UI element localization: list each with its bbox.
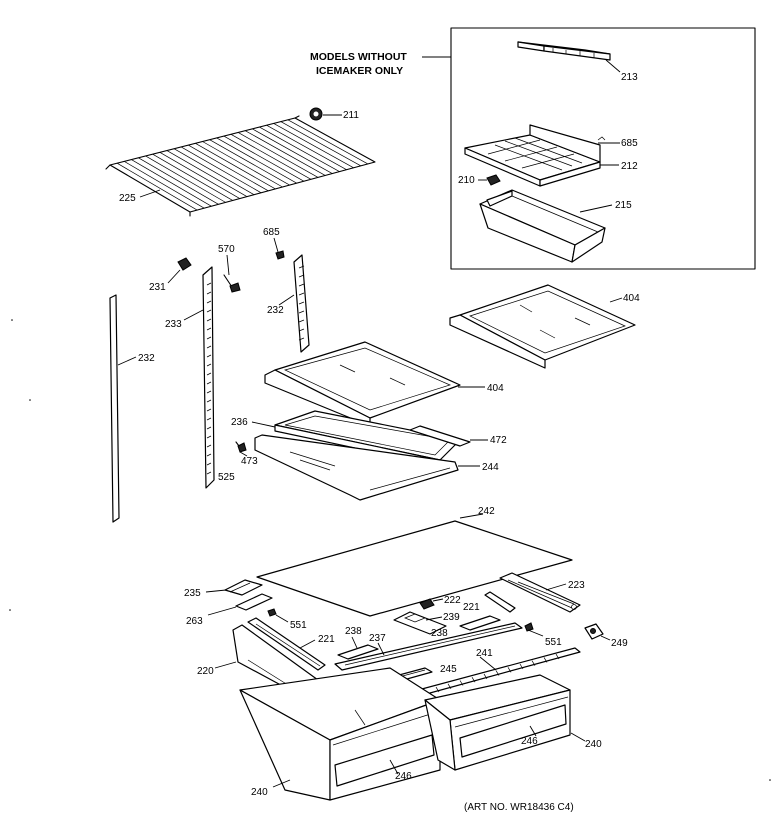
- callout-244: 244: [482, 462, 499, 473]
- bracket-239: [393, 611, 447, 635]
- callout-685-inset: 685: [621, 138, 638, 149]
- clip-222: [419, 598, 435, 610]
- bumper-211: [309, 107, 323, 121]
- callout-241: 241: [476, 648, 493, 659]
- icemaker-inset: MODELS WITHOUT ICEMAKER ONLY 213: [310, 27, 756, 270]
- callout-220: 220: [197, 666, 214, 677]
- callout-210: 210: [458, 175, 475, 186]
- rail-263: [235, 593, 273, 611]
- ice-tray-213: [517, 41, 611, 61]
- callout-240-left: 240: [251, 787, 268, 798]
- crisper-handle-246-left: [334, 734, 435, 787]
- ice-bucket-215: [479, 189, 606, 263]
- glass-shelf-404-right: [449, 284, 636, 369]
- callout-222: 222: [444, 595, 461, 606]
- callout-242: 242: [478, 506, 495, 517]
- callout-211: 211: [343, 110, 359, 121]
- callout-263: 263: [186, 616, 203, 627]
- inset-header-line1: MODELS WITHOUT: [310, 51, 407, 63]
- callout-570: 570: [218, 244, 235, 255]
- callout-215: 215: [615, 200, 632, 211]
- shelf-rail-233: [202, 266, 215, 489]
- cover-rail-221-right: [484, 591, 516, 613]
- divider-238-right: [459, 615, 501, 631]
- clip-210: [486, 174, 501, 186]
- callout-213: 213: [621, 72, 638, 83]
- callout-232-right: 232: [267, 305, 284, 316]
- ice-tray-holder-212: [464, 124, 601, 187]
- callout-246-right: 246: [521, 736, 538, 747]
- scan-specks: [9, 319, 771, 781]
- callout-233: 233: [165, 319, 182, 330]
- callout-246-left: 246: [395, 771, 412, 782]
- shelf-rail-232-left: [109, 294, 120, 523]
- cover-rail-221-left: [247, 617, 326, 671]
- callout-473: 473: [241, 456, 258, 467]
- shelf-slide-rail-472: [409, 425, 471, 447]
- clip-249: [584, 623, 604, 640]
- callout-221-left: 221: [318, 634, 335, 645]
- callout-404-right: 404: [623, 293, 640, 304]
- callout-231: 231: [149, 282, 166, 293]
- screw-473: [235, 441, 247, 453]
- cover-support-235: [224, 579, 263, 596]
- cover-front-rail-237: [334, 622, 523, 671]
- callout-245: 245: [440, 664, 457, 675]
- callout-221-right: 221: [463, 602, 480, 613]
- callout-249: 249: [611, 638, 628, 649]
- callout-239: 239: [443, 612, 460, 623]
- callout-240-right: 240: [585, 739, 602, 750]
- callout-525: 525: [218, 472, 235, 483]
- callout-232-left: 232: [138, 353, 155, 364]
- inset-header-line2: ICEMAKER ONLY: [316, 65, 403, 77]
- art-number: (ART NO. WR18436 C4): [464, 802, 574, 813]
- callout-236: 236: [231, 417, 248, 428]
- callout-404-center: 404: [487, 383, 504, 394]
- slide-rail-support-244: [254, 434, 459, 501]
- callout-235: 235: [184, 588, 201, 599]
- callout-238-right: 238: [431, 628, 448, 639]
- end-cap-231: [177, 257, 192, 271]
- callout-238-left: 238: [345, 626, 362, 637]
- callout-685-main: 685: [263, 227, 280, 238]
- screw-685: [275, 250, 285, 260]
- wire-shelf-225: [105, 115, 376, 217]
- screw-551-left: [267, 608, 277, 617]
- callout-551-left: 551: [290, 620, 307, 631]
- callout-223: 223: [568, 580, 585, 591]
- cover-bracket-223: [499, 572, 581, 613]
- glass-shelf-404-center: [264, 341, 461, 427]
- crisper-handle-246-right: [459, 704, 567, 758]
- callout-237: 237: [369, 633, 386, 644]
- screw-551-right: [524, 622, 534, 632]
- shelf-rail-232-right: [293, 254, 310, 353]
- divider-238-left: [337, 644, 379, 660]
- callout-472: 472: [490, 435, 507, 446]
- callout-225: 225: [119, 193, 136, 204]
- screw-570: [223, 274, 241, 293]
- inset-border: [450, 27, 756, 270]
- crisper-cover-glass-242: [256, 520, 573, 617]
- callout-212: 212: [621, 161, 638, 172]
- callout-551-right: 551: [545, 637, 562, 648]
